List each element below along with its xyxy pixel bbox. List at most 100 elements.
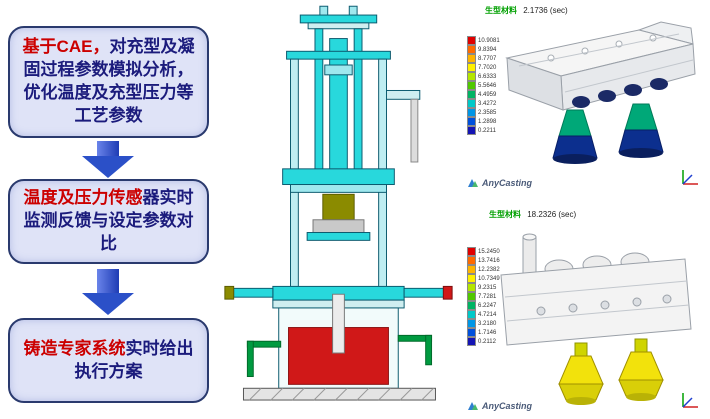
simulation-header: 生型材料 2.1736 (sec) [485, 5, 568, 16]
anycasting-logo-icon [468, 179, 478, 187]
legend-color-swatch [467, 90, 476, 99]
legend-value: 12.2382 [478, 266, 500, 273]
engine-block-simulation-top [505, 21, 696, 164]
legend-value: 4.4959 [478, 91, 497, 98]
legend-value: 10.9081 [478, 37, 500, 44]
legend-color-swatch [467, 247, 476, 256]
legend-row: 4.4959 [467, 90, 500, 99]
legend-color-swatch [467, 265, 476, 274]
simulation-panel-top: 生型材料 2.1736 (sec) 10.9081 9.8394 8.7707 … [459, 4, 707, 196]
legend-value: 6.6333 [478, 73, 497, 80]
legend-value: 7.7020 [478, 64, 497, 71]
flow-box-expert-system: 铸造专家系统实时给出执行方案 [8, 318, 209, 403]
down-arrow-1 [82, 141, 134, 178]
legend-value: 1.2898 [478, 118, 497, 125]
legend-value: 9.2315 [478, 284, 497, 291]
legend-color-swatch [467, 81, 476, 90]
legend-value: 5.5646 [478, 82, 497, 89]
legend-value: 7.7281 [478, 293, 497, 300]
legend-row: 1.2898 [467, 117, 500, 126]
legend-row: 9.8394 [467, 45, 500, 54]
legend-row: 8.7707 [467, 54, 500, 63]
legend-color-swatch [467, 301, 476, 310]
anycasting-logo: AnyCasting [467, 401, 532, 411]
legend-color-swatch [467, 256, 476, 265]
legend-color-swatch [467, 117, 476, 126]
legend-row: 3.2180 [467, 319, 500, 328]
legend-row: 6.2247 [467, 301, 500, 310]
flow-box-highlight-text: 基于CAE， [22, 37, 110, 57]
color-legend: 15.2450 13.7416 12.2382 10.7349 9.2315 7… [467, 247, 500, 346]
flow-box-highlight-text: 铸造专家系统 [23, 338, 126, 358]
legend-color-swatch [467, 274, 476, 283]
legend-color-swatch [467, 36, 476, 45]
legend-color-swatch [467, 292, 476, 301]
flow-box-text: 铸造专家系统实时给出执行方案 [19, 338, 198, 384]
legend-row: 7.7281 [467, 292, 500, 301]
material-label: 生型材料 [485, 6, 517, 15]
legend-row: 12.2382 [467, 265, 500, 274]
legend-color-swatch [467, 328, 476, 337]
flow-box-body-text: 实时给出执行方案 [74, 338, 194, 381]
legend-row: 5.5646 [467, 81, 500, 90]
flow-box-sensor-feedback: 温度及压力传感器实时监测反馈与设定参数对比 [8, 179, 209, 264]
down-arrow-2 [82, 269, 134, 315]
arrow-stem [97, 141, 119, 156]
material-label: 生型材料 [489, 210, 521, 219]
legend-row: 6.6333 [467, 72, 500, 81]
legend-color-swatch [467, 108, 476, 117]
legend-color-swatch [467, 99, 476, 108]
legend-color-swatch [467, 310, 476, 319]
arrow-head [82, 293, 134, 315]
legend-value: 4.7214 [478, 311, 497, 318]
legend-value: 6.2247 [478, 302, 497, 309]
legend-color-swatch [467, 283, 476, 292]
coordinate-axes-icon [682, 393, 698, 408]
legend-value: 8.7707 [478, 55, 497, 62]
legend-value: 3.2180 [478, 320, 497, 327]
coordinate-axes-icon [682, 170, 698, 185]
legend-row: 9.2315 [467, 283, 500, 292]
legend-value: 10.7349 [478, 275, 500, 282]
legend-row: 0.2211 [467, 126, 500, 135]
legend-value: 9.8394 [478, 46, 497, 53]
flow-box-text: 温度及压力传感器实时监测反馈与设定参数对比 [19, 187, 198, 255]
simulation-panel-bottom: 生型材料 18.2326 (sec) 15.2450 13.7416 12.23… [459, 205, 707, 417]
legend-row: 10.9081 [467, 36, 500, 45]
engine-block-simulation-bottom [500, 233, 692, 405]
legend-row: 3.4272 [467, 99, 500, 108]
anycasting-logo-text: AnyCasting [482, 178, 533, 188]
simulation-header: 生型材料 18.2326 (sec) [489, 209, 576, 220]
anycasting-logo-icon [468, 402, 478, 410]
flow-box-text: 基于CAE，对充型及凝固过程参数模拟分析，优化温度及充型压力等工艺参数 [19, 36, 198, 127]
legend-row: 13.7416 [467, 256, 500, 265]
color-legend: 10.9081 9.8394 8.7707 7.7020 6.6333 5.56… [467, 36, 500, 135]
legend-value: 1.7146 [478, 329, 497, 336]
legend-value: 0.2112 [478, 338, 496, 345]
time-value: 2.1736 (sec) [523, 6, 568, 15]
legend-row: 1.7146 [467, 328, 500, 337]
anycasting-logo-text: AnyCasting [482, 401, 533, 411]
anycasting-logo: AnyCasting [467, 178, 532, 188]
legend-color-swatch [467, 337, 476, 346]
legend-color-swatch [467, 126, 476, 135]
legend-value: 15.2450 [478, 248, 500, 255]
legend-color-swatch [467, 319, 476, 328]
legend-color-swatch [467, 72, 476, 81]
legend-row: 2.3585 [467, 108, 500, 117]
legend-row: 10.7349 [467, 274, 500, 283]
legend-color-swatch [467, 45, 476, 54]
legend-color-swatch [467, 54, 476, 63]
arrow-head [82, 156, 134, 178]
legend-row: 0.2112 [467, 337, 500, 346]
arrow-stem [97, 269, 119, 293]
legend-value: 13.7416 [478, 257, 500, 264]
legend-row: 15.2450 [467, 247, 500, 256]
legend-value: 0.2211 [478, 127, 496, 134]
legend-value: 2.3585 [478, 109, 497, 116]
flow-box-cae-simulation: 基于CAE，对充型及凝固过程参数模拟分析，优化温度及充型压力等工艺参数 [8, 26, 209, 138]
time-value: 18.2326 (sec) [527, 210, 577, 219]
flow-box-body-text: 器实时监测反馈与设定参数对比 [23, 188, 194, 253]
flow-box-body-text: 对充型及凝固过程参数模拟分析，优化温度及充型压力等工艺参数 [23, 37, 195, 125]
